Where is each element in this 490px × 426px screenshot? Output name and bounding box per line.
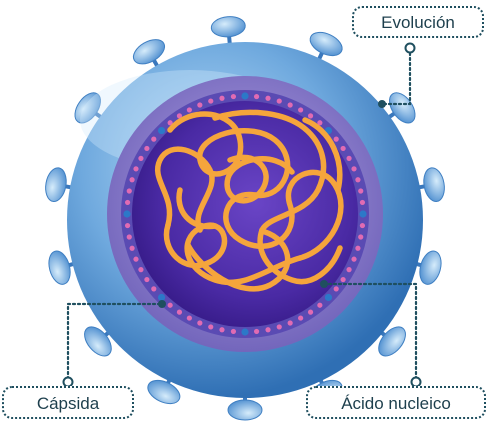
leader-lines (66, 46, 418, 386)
capsomere-dot (138, 267, 144, 273)
spike-protein-icon (419, 250, 442, 285)
spike-protein-icon (74, 92, 101, 124)
capsomere-dot (230, 328, 237, 335)
capsomere-dot (126, 188, 132, 194)
capsomere-dot (355, 177, 361, 183)
capsomere-dot (317, 302, 323, 308)
capsomere-dot (265, 327, 271, 333)
capsomere-ring (123, 92, 367, 336)
capsomere-dot (186, 315, 192, 321)
capsomere-dot (298, 107, 304, 113)
capsomere-dot (287, 320, 293, 326)
leader-line-capsida (66, 302, 164, 386)
capsomere-dot (129, 245, 135, 251)
capsomere-dot (151, 136, 157, 142)
viral-core (132, 101, 358, 327)
capsomere-dot (358, 188, 364, 194)
capsomere-dot (157, 126, 166, 135)
capsomere-dot (241, 328, 249, 336)
spike-protein-icon (378, 326, 406, 357)
target-dot-envelope (378, 100, 386, 108)
capsomere-dot (287, 102, 293, 108)
capsomere-dot (333, 136, 339, 142)
capsomere-dot (138, 155, 144, 161)
capsomere-dot (307, 113, 314, 119)
capsomere-dot (340, 145, 346, 152)
capsomere-dot (359, 199, 366, 206)
capsomere-dot (123, 210, 131, 218)
capsomere-dot (358, 234, 364, 240)
capsomere-dot (265, 95, 271, 101)
capsomere-dot (346, 267, 352, 273)
capsomere-dot (230, 93, 237, 100)
capsomere-dot (276, 324, 282, 330)
capsomere-dot (307, 309, 314, 315)
capsomere-dot (144, 145, 150, 152)
capsomere-dot (133, 256, 139, 262)
spike-protein-icon (227, 399, 263, 421)
capsomere-dot (359, 210, 367, 218)
capsomere-dot (346, 155, 352, 161)
capsomere-dot (317, 120, 323, 126)
spike-protein-icon (132, 39, 166, 65)
capsomere-dot (167, 120, 173, 126)
capsomere-dot (276, 98, 282, 104)
capsomere-dot (219, 95, 225, 101)
capsomere-dot (129, 177, 135, 183)
capsomere-dot (124, 199, 131, 206)
capsomere-dot (151, 286, 157, 292)
label-acido-nucleico: Ácido nucleico (306, 386, 486, 419)
capsomere-dot (298, 315, 304, 321)
nucleic-acid-strand (155, 109, 344, 292)
capsomere-dot (157, 293, 166, 302)
capsomere-dot (208, 324, 214, 330)
target-dot-capsid (158, 300, 166, 308)
capsomere-dot (167, 302, 173, 308)
capsomere-dot (133, 166, 139, 172)
capsomere-dot (124, 222, 131, 229)
spike-protein-icon (210, 16, 246, 38)
capsomere-dot (333, 286, 339, 292)
capsomere-dot (219, 327, 225, 333)
capsomere-dot (340, 276, 346, 283)
spike-protein-icon (48, 250, 71, 285)
leader-line-acido (322, 282, 418, 386)
capsomere-dot (144, 276, 150, 283)
label-capsida: Cápsida (2, 386, 134, 419)
leader-line-evolucion (380, 46, 412, 106)
capsomere-dot (351, 166, 357, 172)
capsomere-dot (186, 107, 192, 113)
capsomere-dot (253, 328, 260, 335)
capsomere-dot (253, 93, 260, 100)
capsomere-dot (351, 256, 357, 262)
anchor-dot-icon (404, 42, 416, 54)
capsomere-dot (324, 293, 333, 302)
capsomere-dot (197, 320, 203, 326)
leader-endpoints (62, 42, 422, 388)
spike-protein-icon (309, 31, 343, 57)
spike-protein-icon (84, 326, 112, 357)
spike-protein-icon (147, 379, 181, 405)
capsomere-dot (176, 309, 183, 315)
capsomere-dot (126, 234, 132, 240)
capsomere-dot (359, 222, 366, 229)
spike-protein-icon (423, 167, 445, 202)
capsomere-dot (241, 92, 249, 100)
target-dot-nucleic-acid (320, 280, 328, 288)
spike-protein-icon (45, 167, 67, 202)
label-evolucion: Evolución (352, 6, 484, 38)
capsomere-dot (355, 245, 361, 251)
capsomere-dot (176, 113, 183, 119)
capsomere-dot (208, 98, 214, 104)
capsomere-dot (197, 102, 203, 108)
